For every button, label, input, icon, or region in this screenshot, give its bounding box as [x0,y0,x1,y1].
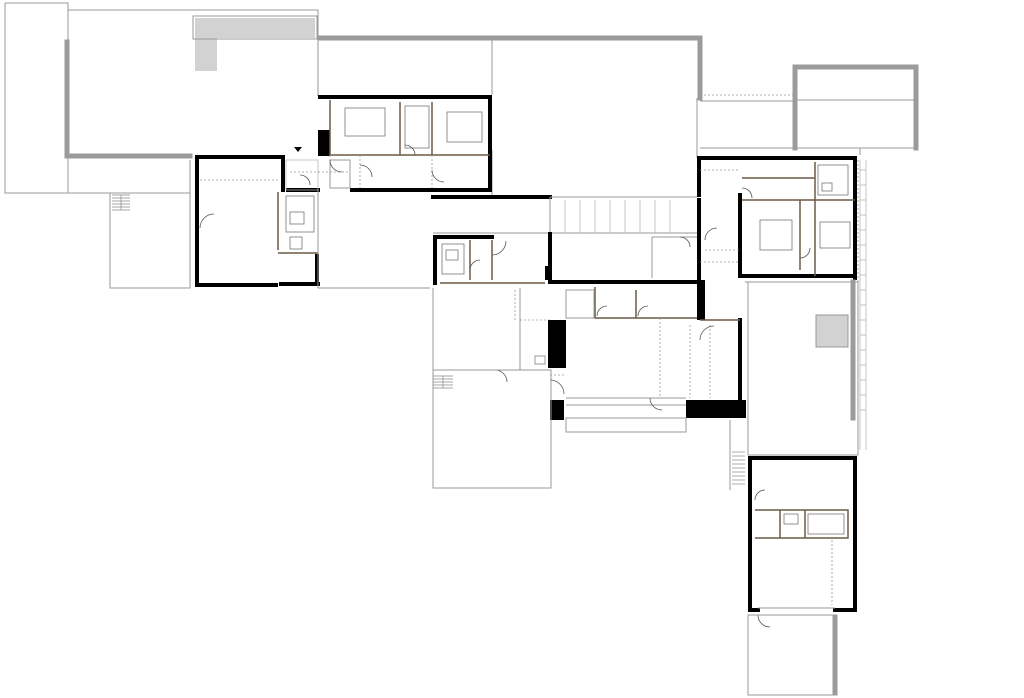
existing-building-north [317,35,703,195]
existing-building-west [4,2,319,194]
south-terrace [432,369,552,489]
stair-west [112,194,130,211]
east-apartment [651,156,857,280]
central-corridor [431,195,697,234]
existing-building-northeast [700,64,919,155]
stair-east [732,451,745,485]
southeast-unit [747,456,857,696]
west-unit [109,147,430,289]
south-central-block [548,280,746,433]
stair-central [564,200,671,233]
stair-south [433,375,453,389]
east-terrace [729,160,867,490]
railing [859,160,867,450]
bedroom-block-north [318,95,492,192]
